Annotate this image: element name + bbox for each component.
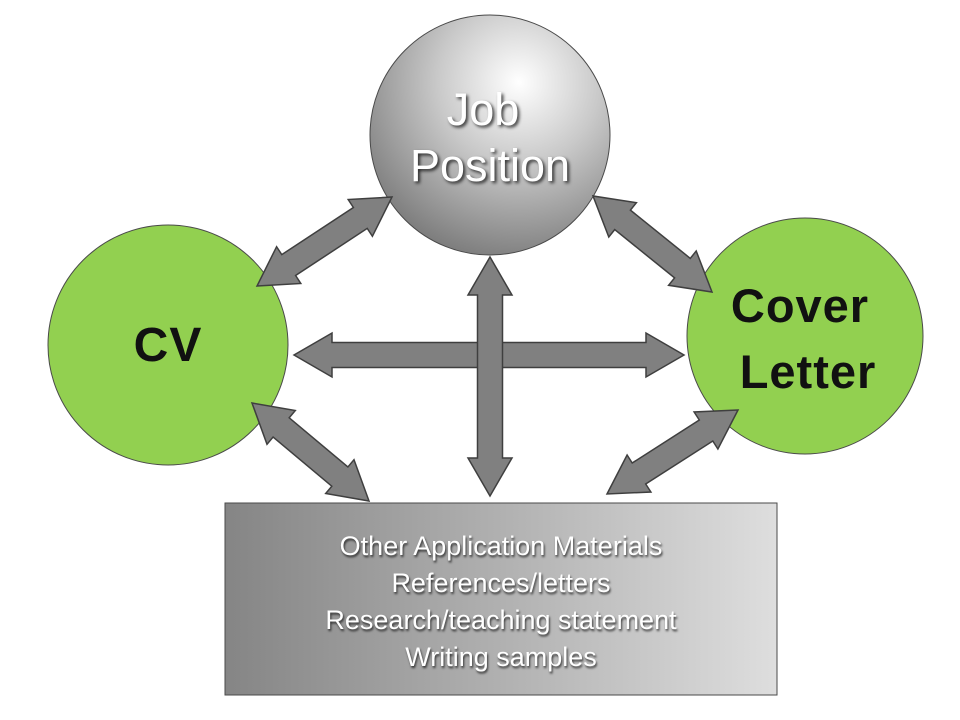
other-materials-box <box>224 502 778 696</box>
arrow-cv-materials <box>250 402 371 502</box>
arrow-cover-materials <box>605 409 740 495</box>
cover-letter-node <box>686 217 924 455</box>
job-position-node <box>369 14 611 256</box>
arrow-cv-job <box>255 196 394 287</box>
connector-arrows <box>250 195 740 502</box>
arrow-job-materials <box>466 255 514 498</box>
cv-node <box>47 224 289 466</box>
arrow-job-cover <box>591 195 714 293</box>
